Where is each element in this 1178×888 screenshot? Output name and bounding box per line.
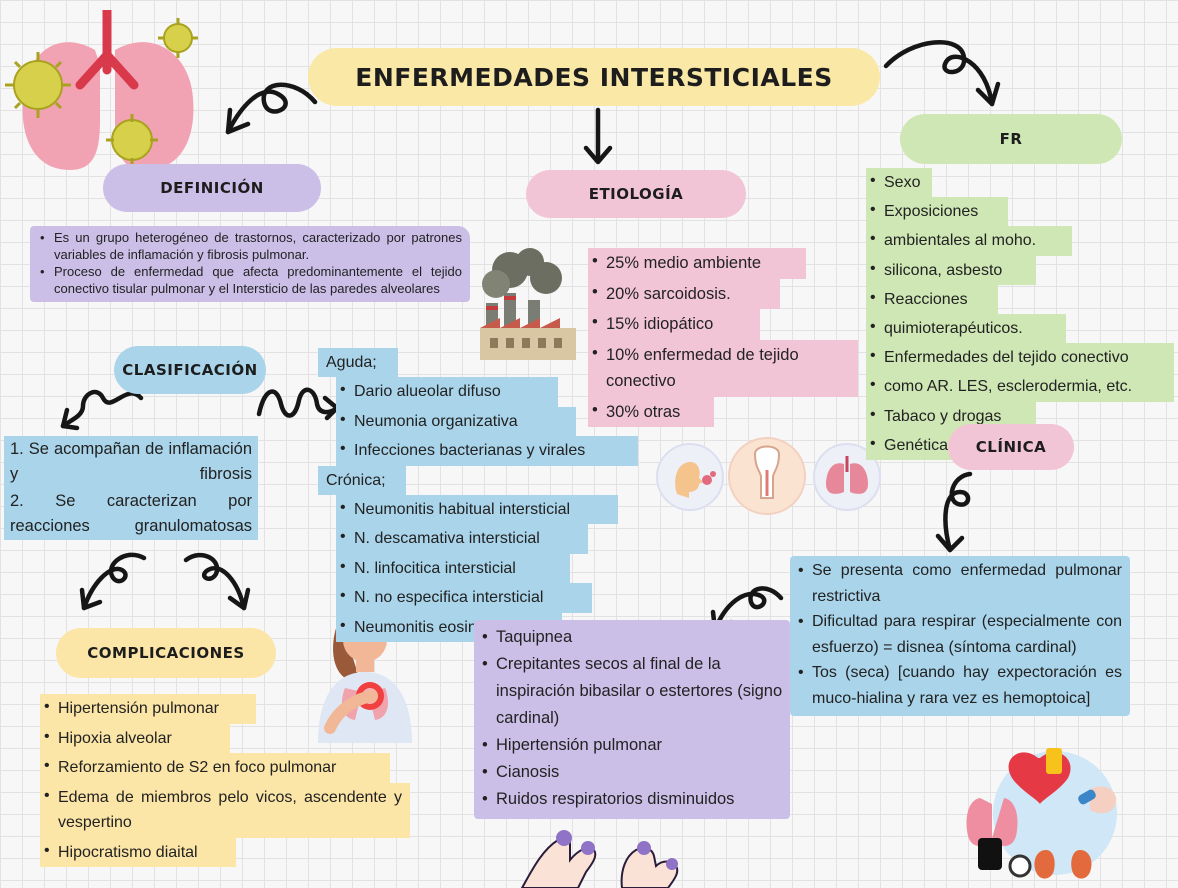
- list-item: Neumonia organizativa: [336, 406, 576, 437]
- throat-icon: [728, 437, 806, 515]
- list-item: Reforzamiento de S2 en foco pulmonar: [40, 753, 390, 783]
- list-item: 2. Se caracterizan por reacciones granul…: [4, 488, 258, 540]
- list-item: Edema de miembros pelo vicos, ascendente…: [40, 782, 410, 838]
- clubbed-hands-icon: [520, 830, 679, 888]
- arrow-to-complicaciones-right: [183, 552, 251, 611]
- list-item: quimioterapéuticos.: [866, 314, 1066, 344]
- list-item: 20% sarcoidosis.: [588, 278, 780, 309]
- clasificacion-right-box: Aguda; Dario alueolar difuso Neumonia or…: [318, 348, 638, 643]
- clinica-center-box: Taquipnea Crepitantes secos al final de …: [474, 620, 790, 819]
- fr-box: Sexo Exposiciones ambientales al moho. s…: [866, 168, 1176, 461]
- cough-icon: [656, 443, 724, 511]
- list-item: Sexo: [866, 168, 932, 198]
- factory-icon: [480, 248, 576, 360]
- list-item: Hipoxia alveolar: [40, 723, 230, 753]
- arrow-to-definicion: [225, 82, 318, 135]
- page-title: ENFERMEDADES INTERSTICIALES: [308, 48, 880, 106]
- list-item: Cianosis: [478, 759, 784, 786]
- clinica-header: CLÍNICA: [948, 424, 1074, 470]
- list-item: silicona, asbesto: [866, 255, 1036, 285]
- list-item: 15% idiopático: [588, 309, 760, 340]
- list-item: Proceso de enfermedad que afecta predomi…: [36, 263, 462, 297]
- complicaciones-box: Hipertensión pulmonar Hipoxia alveolar R…: [40, 694, 410, 867]
- list-item: N. linfocitica intersticial: [336, 553, 570, 584]
- lungs-virus-icon: [5, 10, 198, 171]
- list-item: Es un grupo heterogéneo de trastornos, c…: [36, 229, 462, 263]
- arrow-to-complicaciones-left: [79, 552, 147, 611]
- list-item: 10% enfermedad de tejido conectivo: [588, 339, 858, 397]
- list-item: Enfermedades del tejido conectivo: [866, 343, 1174, 373]
- etiologia-box: 25% medio ambiente 20% sarcoidosis. 15% …: [588, 248, 858, 427]
- clinica-right-box: Se presenta como enfermedad pulmonar res…: [790, 556, 1130, 716]
- list-item: Hipocratismo diaital: [40, 837, 236, 867]
- cronica-label: Crónica;: [318, 465, 406, 496]
- arrow-to-clinica-right: [935, 471, 973, 553]
- arrow-clasif-left: [60, 389, 144, 431]
- list-item: N. no especifica intersticial: [336, 583, 592, 613]
- clasificacion-left-box: 1. Se acompañan de inflamación y fibrosi…: [4, 436, 258, 540]
- list-item: ambientales al moho.: [866, 226, 1072, 256]
- etiologia-header: ETIOLOGÍA: [526, 170, 746, 218]
- list-item: 30% otras: [588, 396, 714, 427]
- list-item: Reacciones: [866, 284, 998, 315]
- list-item: Dificultad para respirar (especialmente …: [794, 609, 1122, 660]
- list-item: Neumonitis habitual intersticial: [336, 495, 618, 525]
- list-item: N. descamativa intersticial: [336, 524, 588, 554]
- clasificacion-header: CLASIFICACIÓN: [114, 346, 266, 394]
- list-item: Tos (seca) [cuando hay expectoración es …: [794, 660, 1122, 711]
- list-item: como AR. LES, esclerodermia, etc.: [866, 372, 1174, 402]
- medical-organs-icon: [966, 748, 1117, 879]
- list-item: Ruidos respiratorios disminuidos: [478, 786, 784, 813]
- list-item: Infecciones bacterianas y virales: [336, 436, 638, 466]
- aguda-label: Aguda;: [318, 348, 398, 378]
- definicion-box: Es un grupo heterogéneo de trastornos, c…: [30, 226, 470, 302]
- definicion-header: DEFINICIÓN: [103, 164, 321, 212]
- list-item: 1. Se acompañan de inflamación y fibrosi…: [4, 436, 258, 488]
- list-item: Se presenta como enfermedad pulmonar res…: [794, 558, 1122, 609]
- list-item: 25% medio ambiente: [588, 248, 806, 279]
- lungs-icon: [813, 443, 881, 511]
- list-item: Exposiciones: [866, 197, 1008, 227]
- list-item: Taquipnea: [478, 624, 784, 651]
- list-item: Hipertensión pulmonar: [478, 732, 784, 759]
- list-item: Hipertensión pulmonar: [40, 694, 256, 724]
- complicaciones-header: COMPLICACIONES: [56, 628, 276, 678]
- list-item: Dario alueolar difuso: [336, 377, 558, 407]
- arrow-to-fr: [883, 40, 1001, 107]
- arrow-to-etiologia: [583, 107, 613, 165]
- list-item: Crepitantes secos al final de la inspira…: [478, 651, 784, 732]
- fr-header: FR: [900, 114, 1122, 164]
